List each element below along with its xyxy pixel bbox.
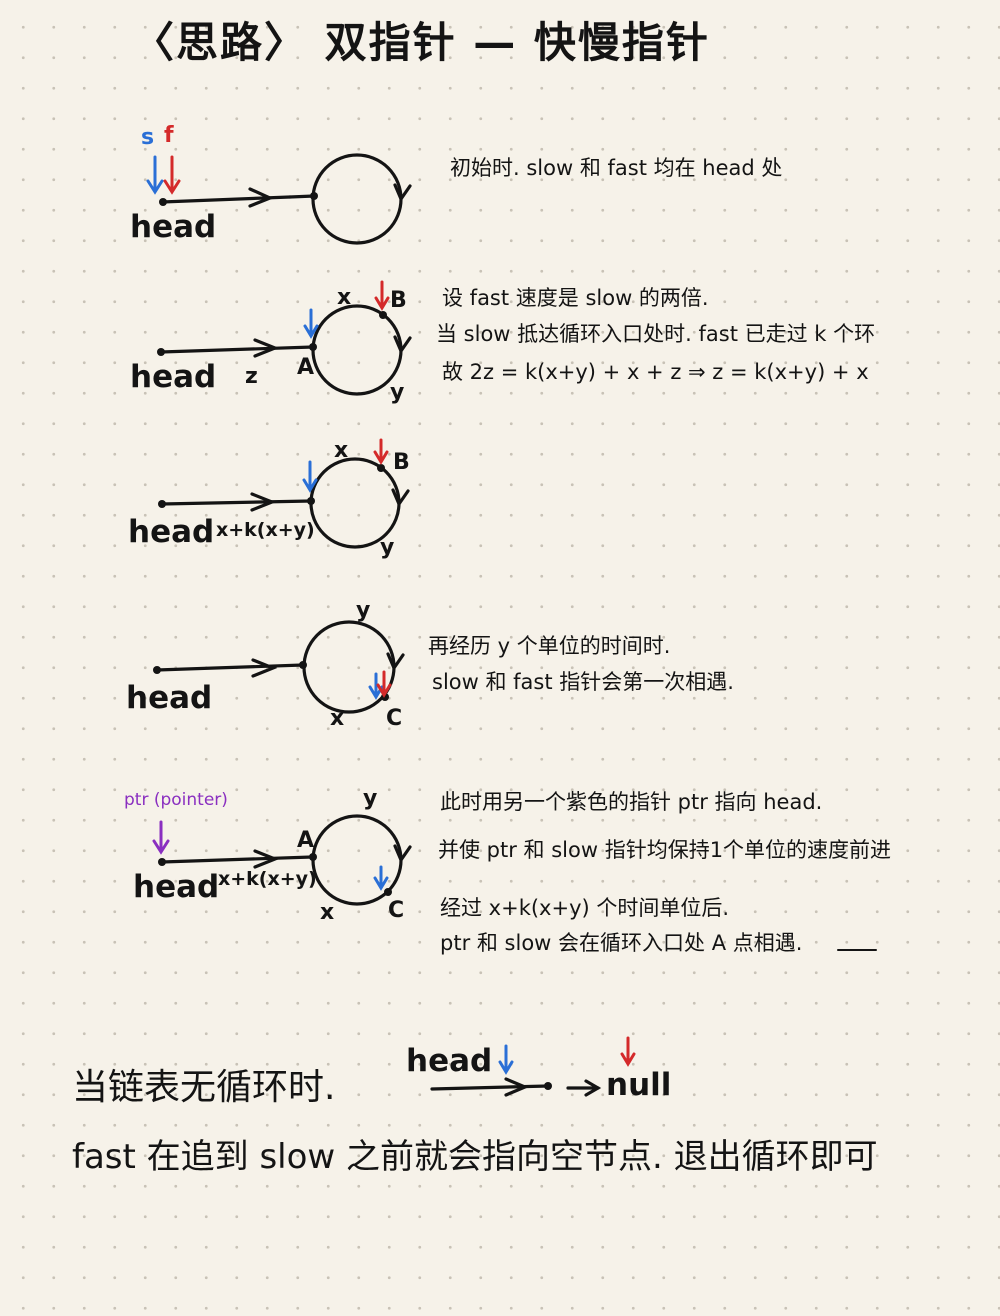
point-a-label-d2: A [297, 355, 315, 380]
note-equation: 故 2z = k(x+y) + x + z ⇒ z = k(x+y) + x [442, 360, 869, 384]
slow-arrow-d5 [373, 865, 389, 891]
page-title: 〈思路〉 双指针 — 快慢指针 [132, 18, 710, 67]
bottom-line-1: 当链表无循环时. [72, 1067, 336, 1108]
slow-arrow-d3 [302, 460, 318, 493]
xk-label-d3: x+k(x+y) [216, 519, 315, 541]
fast-arrow-d2 [374, 280, 390, 311]
diagram-meet [153, 620, 405, 714]
note-ptr-head: 此时用另一个紫色的指针 ptr 指向 head. [440, 790, 823, 814]
slow-pointer-arrow [146, 155, 164, 195]
ptr-label: ptr (pointer) [124, 790, 228, 810]
note-y-time: 再经历 y 个单位的时间时. [428, 634, 671, 658]
y-label-d2: y [390, 380, 405, 405]
slow-arrow-d4 [368, 672, 384, 700]
head-label-d1: head [130, 209, 217, 245]
fast-pointer-arrow [163, 155, 181, 195]
z-label: z [245, 364, 258, 389]
fast-arrow-d3 [373, 438, 389, 465]
head-label-d3: head [128, 514, 215, 550]
diagram-k-loops [158, 457, 410, 549]
head-label-bottom: head [406, 1043, 493, 1079]
x-label-d3: x [334, 438, 349, 463]
slow-arrow-d2 [303, 308, 319, 339]
note-speed: 设 fast 速度是 slow 的两倍. [442, 286, 709, 310]
bottom-line-2: fast 在追到 slow 之前就会指向空节点. 退出循环即可 [72, 1137, 878, 1177]
ptr-arrow-d5 [152, 820, 170, 855]
head-label-d4: head [126, 680, 213, 716]
fast-arrow-bottom [620, 1036, 636, 1067]
point-c-label-d4: C [386, 706, 403, 731]
note-after-time: 经过 x+k(x+y) 个时间单位后. [440, 896, 730, 920]
note-k-loops: 当 slow 抵达循环入口处时. fast 已走过 k 个环 [436, 322, 876, 346]
note-initial: 初始时. slow 和 fast 均在 head 处 [450, 156, 783, 180]
point-b-label-d3: B [393, 450, 410, 475]
x-label-d2: x [337, 285, 352, 310]
x-label-d5: x [320, 900, 335, 925]
fast-arrow-d4 [376, 670, 392, 698]
diagram-ptr [158, 814, 412, 906]
y-label-d3: y [380, 535, 395, 560]
diagram-initial [159, 153, 412, 245]
point-b-label-d2: B [390, 288, 407, 313]
point-c-label-d5: C [388, 898, 405, 923]
x-label-d4: x [330, 706, 345, 731]
head-label-d2: head [130, 359, 217, 395]
slow-label: s [141, 125, 155, 150]
note-meet-at-a: ptr 和 slow 会在循环入口处 A 点相遇. [440, 931, 803, 955]
fast-label: f [164, 123, 174, 148]
slow-arrow-bottom [498, 1044, 514, 1075]
point-a-label-d5: A [297, 828, 315, 853]
xk-label-d5: x+k(x+y) [218, 868, 317, 890]
note-first-meet: slow 和 fast 指针会第一次相遇. [432, 670, 734, 694]
head-label-d5: head [133, 869, 220, 905]
note-same-speed: 并使 ptr 和 slow 指针均保持1个单位的速度前进 [438, 838, 892, 862]
y-label-d4: y [356, 598, 371, 623]
diagram-no-cycle [430, 1077, 602, 1097]
y-label-d5: y [363, 786, 378, 811]
diagram-entrance [157, 304, 412, 396]
null-label: null [606, 1067, 672, 1103]
